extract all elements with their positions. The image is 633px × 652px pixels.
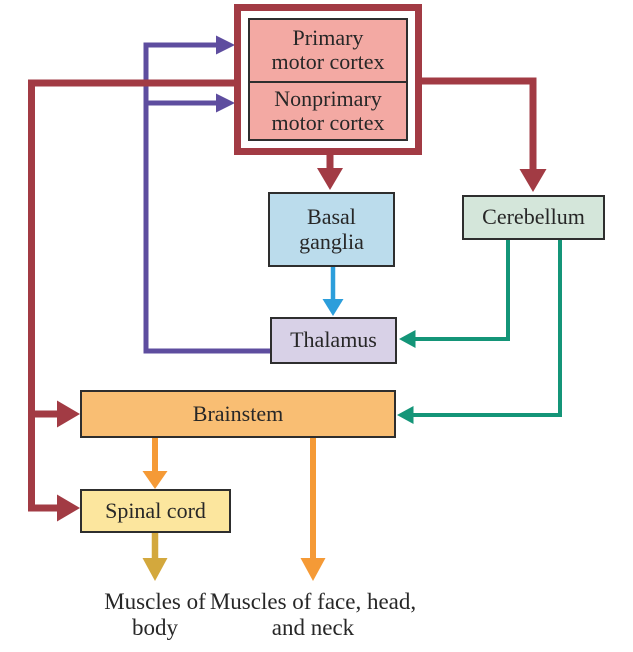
node-label: motor cortex: [271, 109, 385, 135]
node-nonprimary-motor-cortex: Nonprimary motor cortex: [250, 83, 406, 139]
node-thalamus: Thalamus: [270, 317, 397, 364]
node-motor-cortex-frame: Primary motor cortex Nonprimary motor co…: [234, 4, 422, 155]
node-spinal-cord: Spinal cord: [80, 489, 231, 533]
arrow-brainstem-to-muscles-of-face: [300, 438, 326, 581]
node-brainstem: Brainstem: [80, 390, 396, 438]
label-line: Muscles of face,: [209, 589, 362, 614]
node-label: Basal: [307, 203, 356, 229]
arrow-spinal-cord-to-muscles-of-body: [142, 533, 168, 581]
arrow-motor-cortex-to-cerebellum: [422, 77, 547, 192]
node-label: Primary: [292, 25, 364, 51]
node-label: Cerebellum: [482, 204, 585, 230]
node-primary-motor-cortex: Primary motor cortex: [250, 20, 406, 83]
node-label: Spinal cord: [105, 497, 206, 523]
node-cerebellum: Cerebellum: [462, 195, 605, 240]
label-line: Muscles: [104, 589, 181, 614]
label-line: head, and neck: [271, 589, 417, 641]
arrow-basal-ganglia-to-thalamus: [322, 267, 344, 316]
arrow-cerebellum-to-brainstem: [397, 240, 562, 424]
node-motor-cortex: Primary motor cortex Nonprimary motor co…: [248, 18, 408, 141]
node-label: Brainstem: [192, 400, 284, 426]
arrow-motor-cortex-to-basal-ganglia: [317, 153, 343, 190]
arrow-brainstem-to-spinal-cord: [142, 438, 168, 489]
node-label: ganglia: [299, 228, 364, 254]
arrow-cerebellum-to-thalamus: [399, 240, 510, 348]
arrow-motor-cortex-to-brainstem-and-spinal-cord: [28, 79, 234, 522]
label-muscles-of-body: Muscles of body: [85, 589, 225, 641]
label-line: of body: [132, 589, 206, 641]
node-label: Nonprimary: [274, 85, 382, 111]
node-label: Thalamus: [290, 327, 377, 353]
label-muscles-of-face-head-neck: Muscles of face, head, and neck: [203, 589, 423, 641]
node-label: motor cortex: [271, 49, 385, 75]
node-basal-ganglia: Basal ganglia: [268, 192, 395, 267]
